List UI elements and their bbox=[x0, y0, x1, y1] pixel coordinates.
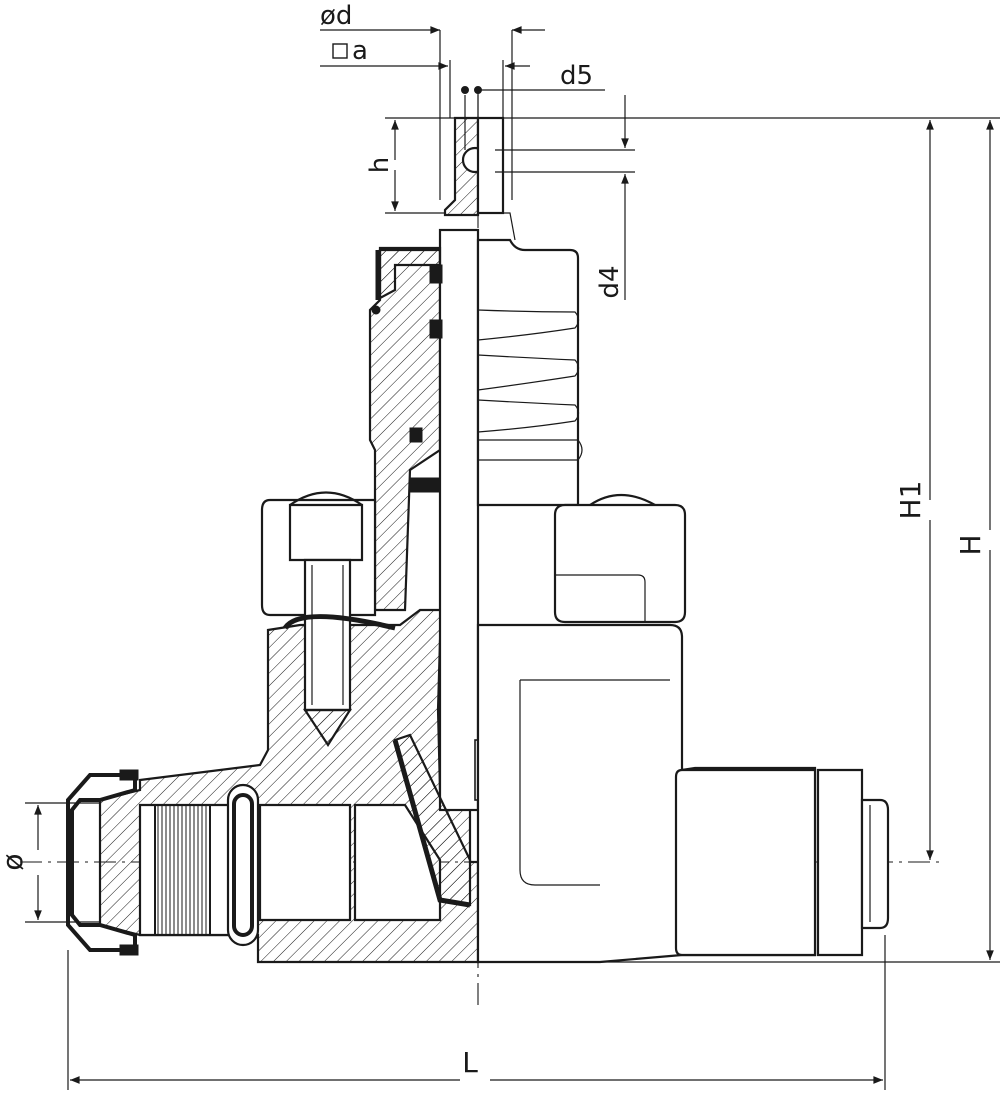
stem-top-right bbox=[476, 116, 505, 215]
right-bolt-dome bbox=[589, 494, 656, 506]
label-d4: d4 bbox=[595, 265, 625, 298]
label-pipe-diameter: ø bbox=[0, 853, 29, 870]
right-cap bbox=[860, 798, 890, 930]
gasket bbox=[282, 614, 396, 631]
right-lug bbox=[553, 503, 687, 624]
right-exterior bbox=[476, 116, 890, 964]
seal-4 bbox=[409, 477, 441, 493]
label-H: H bbox=[954, 534, 987, 555]
label-od: ød bbox=[320, 1, 352, 31]
internal-thread bbox=[154, 804, 211, 936]
end-seal bbox=[66, 773, 137, 952]
label-a: a bbox=[352, 36, 368, 66]
bonnet bbox=[368, 248, 442, 612]
left-section bbox=[66, 116, 506, 964]
bore-right bbox=[258, 803, 352, 922]
bonnet-exterior bbox=[476, 238, 580, 507]
seal-3 bbox=[409, 427, 423, 443]
clip-top bbox=[119, 769, 139, 781]
square-symbol bbox=[332, 43, 348, 59]
bolt-tip bbox=[302, 708, 352, 748]
label-d5: d5 bbox=[560, 61, 593, 91]
seal-2 bbox=[429, 319, 443, 339]
label-h: h bbox=[365, 157, 395, 173]
bolt-dome bbox=[289, 491, 363, 506]
right-ring bbox=[816, 768, 864, 957]
right-coupler bbox=[674, 768, 817, 957]
stem bbox=[438, 228, 480, 812]
label-L: L bbox=[462, 1046, 478, 1079]
clip-bottom bbox=[119, 944, 139, 956]
seal-1 bbox=[429, 264, 443, 284]
bolt-head bbox=[288, 503, 364, 562]
label-H1: H1 bbox=[894, 481, 927, 520]
